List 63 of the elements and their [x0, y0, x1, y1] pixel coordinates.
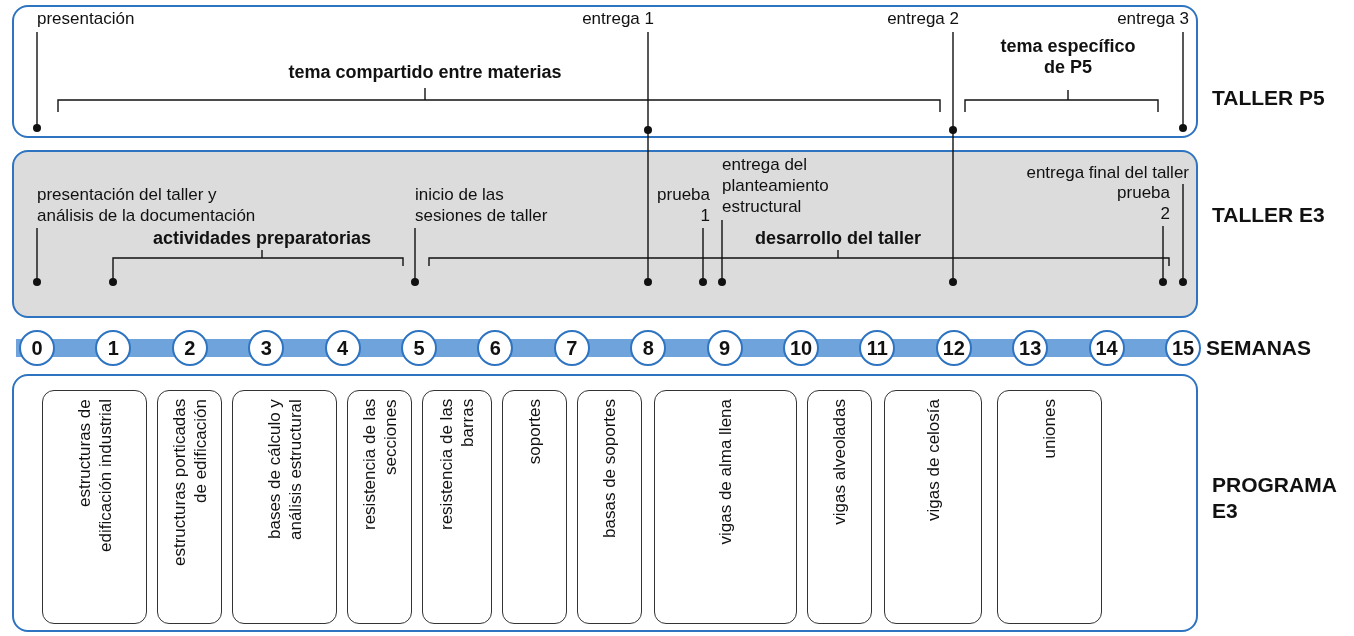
topic-card	[157, 390, 222, 624]
week-marker: 4	[324, 330, 361, 366]
topic-card	[884, 390, 982, 624]
milestone-label: entrega 1	[562, 8, 654, 32]
topic-text: resistencia de las barras	[436, 399, 478, 533]
leader-line	[33, 31, 41, 132]
week-marker: 1	[95, 330, 132, 366]
week-marker: 0	[19, 330, 55, 366]
topic-text: soportes	[524, 399, 545, 465]
milestone-label: entrega final del taller	[974, 162, 1189, 184]
milestone-label: entrega 3	[1092, 8, 1189, 32]
milestone-label: entrega 2	[862, 8, 959, 32]
leader-line	[1179, 183, 1187, 286]
week-marker: 10	[783, 330, 819, 366]
leader-line	[1159, 225, 1167, 286]
topic-card	[502, 390, 567, 624]
topic-text: basas de soportes	[599, 399, 620, 538]
week-marker: 5	[401, 330, 437, 366]
week-marker: 9	[706, 330, 743, 366]
leader-line	[33, 227, 41, 286]
topic-text: vigas de celosía	[922, 399, 944, 521]
milestone-label: prueba 1	[654, 184, 710, 228]
leader-line	[949, 31, 957, 286]
week-marker: 7	[553, 330, 590, 366]
topic-card	[232, 390, 337, 624]
week-marker: 13	[1012, 330, 1049, 366]
topic-text: vigas alveoladas	[829, 399, 850, 525]
topic-text: uniones	[1039, 399, 1060, 459]
topic-card	[807, 390, 872, 624]
phase-label: actividades preparatorias	[151, 228, 373, 249]
phase-label: tema compartido entre materias	[287, 62, 563, 83]
week-marker: 6	[477, 330, 514, 366]
row-title: TALLER P5	[1212, 85, 1326, 111]
week-marker: 3	[248, 330, 285, 366]
phase-label: tema específico de P5	[999, 36, 1137, 78]
topic-card	[347, 390, 412, 624]
phase-label: desarrollo del taller	[753, 228, 923, 249]
topic-text: vigas de alma llena	[715, 399, 736, 545]
milestone-label: presentación del taller y análisis de la documentación	[37, 184, 267, 228]
topic-card	[654, 390, 797, 624]
week-marker: 12	[935, 330, 972, 366]
topic-card	[42, 390, 147, 624]
leader-line	[718, 219, 726, 286]
row-title: PROGRAMA E3	[1212, 472, 1338, 524]
topic-text: estructuras de edificación industrial	[73, 399, 116, 555]
leader-line	[699, 227, 707, 286]
row-title: SEMANAS	[1206, 335, 1312, 361]
topic-card	[422, 390, 492, 624]
week-marker: 11	[859, 330, 896, 366]
milestone-label: inicio de las sesiones de taller	[415, 184, 575, 228]
milestone-label: prueba 2	[1110, 182, 1170, 226]
week-marker: 2	[171, 330, 208, 366]
leader-line	[411, 227, 419, 286]
row-title: TALLER E3	[1212, 202, 1326, 228]
milestone-label: entrega del planteamiento estructural	[722, 154, 882, 220]
leader-line	[644, 31, 652, 286]
milestone-label: presentación	[37, 8, 147, 32]
week-marker: 15	[1165, 330, 1201, 366]
week-marker: 8	[630, 330, 667, 366]
topic-card	[577, 390, 642, 624]
topic-card	[997, 390, 1102, 624]
week-marker: 14	[1088, 330, 1125, 366]
leader-line	[1179, 31, 1187, 132]
